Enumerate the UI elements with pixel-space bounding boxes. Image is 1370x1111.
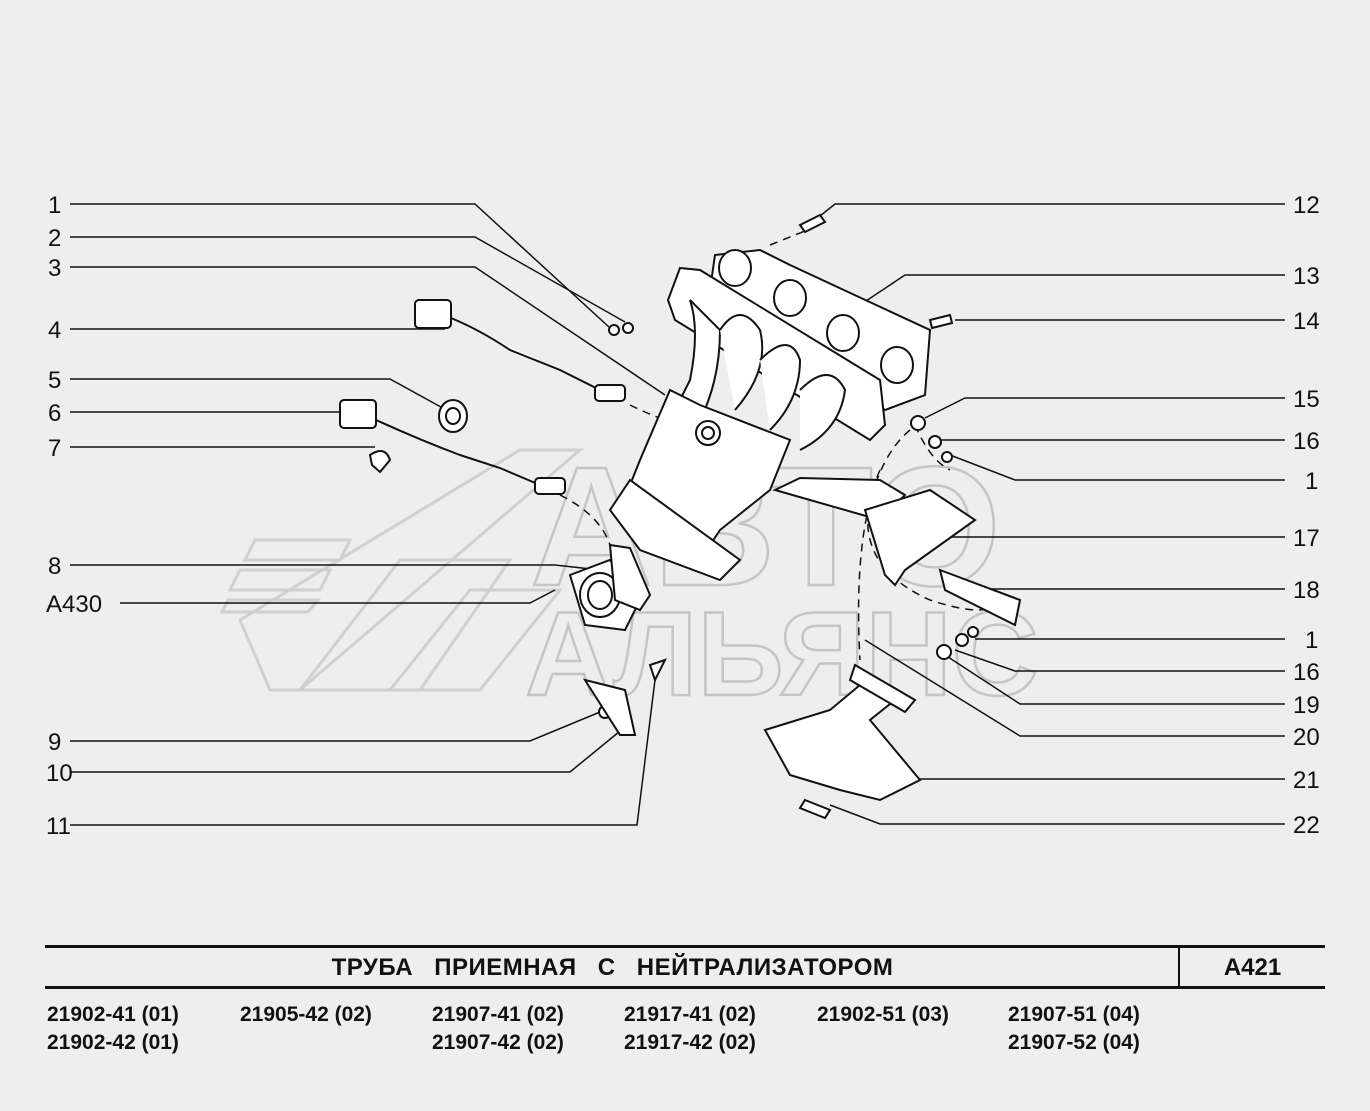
exploded-parts-diagram: АВТО АЛЬЯНС	[46, 192, 1320, 840]
hardware-parts	[368, 213, 979, 820]
callout-1: 1	[48, 192, 61, 219]
model-column: 21907-41 (02) 21907-42 (02)	[432, 1001, 564, 1057]
model-item: 21902-42 (01)	[47, 1031, 179, 1054]
callout-4: 4	[48, 317, 61, 344]
exhaust-manifold	[608, 266, 907, 582]
callouts-left: 1 2 3 4 5 6 7 8 A430 9 10 11	[46, 192, 102, 840]
model-item: 21907-52 (04)	[1008, 1031, 1140, 1054]
callout-8: 8	[48, 553, 61, 580]
model-item: 21907-41 (02)	[432, 1003, 564, 1026]
model-column: 21917-41 (02) 21917-42 (02)	[624, 1001, 756, 1057]
callout-15: 15	[1293, 386, 1320, 413]
leader-lines-left	[70, 203, 666, 826]
callout-21: 21	[1293, 767, 1320, 794]
callout-16-b: 16	[1293, 659, 1320, 686]
callouts-right: 12 13 14 15 16 1 17 18 1 16 19 20 21 22	[1293, 192, 1320, 839]
callout-11: 11	[46, 813, 71, 840]
callout-3: 3	[48, 255, 61, 282]
callout-10: 10	[46, 760, 73, 787]
callout-17: 17	[1293, 525, 1320, 552]
callout-9: 9	[48, 729, 61, 756]
oxygen-sensor-lower	[339, 399, 566, 495]
model-item: 21902-41 (01)	[47, 1003, 179, 1026]
callout-2: 2	[48, 225, 61, 252]
callout-a430: A430	[46, 591, 102, 618]
title-bar: ТРУБА ПРИЕМНАЯ С НЕЙТРАЛИЗАТОРОМ A421	[45, 945, 1325, 989]
callout-20: 20	[1293, 724, 1320, 751]
callout-18: 18	[1293, 577, 1320, 604]
callout-22: 22	[1293, 812, 1320, 839]
callout-5: 5	[48, 367, 61, 394]
callout-7: 7	[48, 435, 61, 462]
callout-13: 13	[1293, 263, 1320, 290]
model-item: 21917-41 (02)	[624, 1003, 756, 1026]
title-divider	[1178, 945, 1180, 989]
callout-19: 19	[1293, 692, 1320, 719]
manifold-gasket	[708, 248, 932, 412]
model-item: 21905-42 (02)	[240, 1003, 372, 1026]
converter-flange	[568, 543, 652, 632]
callout-1-right-b: 1	[1305, 627, 1318, 654]
leader-lines-right	[814, 203, 1285, 825]
heat-shield-upper	[863, 488, 1022, 627]
callout-12: 12	[1293, 192, 1320, 219]
oxygen-sensor-upper	[414, 299, 626, 402]
callout-14: 14	[1293, 308, 1320, 335]
model-column: 21902-51 (03)	[817, 1001, 949, 1029]
model-column: 21902-41 (01) 21902-42 (01)	[47, 1001, 179, 1057]
model-item: 21907-42 (02)	[432, 1031, 564, 1054]
catalog-code: A421	[1223, 954, 1282, 981]
model-column: 21907-51 (04) 21907-52 (04)	[1008, 1001, 1140, 1057]
callout-1-right-a: 1	[1305, 468, 1318, 495]
model-list: 21902-41 (01) 21902-42 (01) 21905-42 (02…	[0, 1001, 1370, 1061]
model-item: 21917-42 (02)	[624, 1031, 756, 1054]
page-title: ТРУБА ПРИЕМНАЯ С НЕЙТРАЛИЗАТОРОМ	[331, 954, 894, 981]
heat-shield-lower	[763, 663, 922, 802]
model-item: 21902-51 (03)	[817, 1003, 949, 1026]
callout-6: 6	[48, 400, 61, 427]
model-column: 21905-42 (02)	[240, 1001, 372, 1029]
model-item: 21907-51 (04)	[1008, 1003, 1140, 1026]
callout-16: 16	[1293, 428, 1320, 455]
